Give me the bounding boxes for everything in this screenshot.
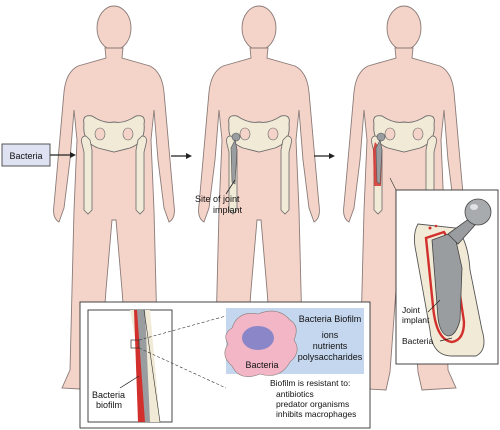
- svg-text:polysaccharides: polysaccharides: [298, 352, 363, 362]
- svg-text:Bacteria: Bacteria: [92, 390, 125, 400]
- svg-text:biofilm: biofilm: [96, 400, 122, 410]
- svg-text:implant: implant: [402, 315, 430, 325]
- site-of-joint-implant-callout: Site of joint implant: [195, 179, 243, 215]
- svg-text:nutrients: nutrients: [313, 341, 348, 351]
- svg-text:inhibits macrophages: inhibits macrophages: [276, 409, 356, 419]
- arrow-figure-1-to-2: [171, 153, 192, 159]
- infected-implant-icon: [373, 132, 386, 186]
- svg-text:Site of joint: Site of joint: [195, 194, 240, 204]
- bacteria-source-label: Bacteria: [9, 151, 42, 161]
- svg-text:predator organisms: predator organisms: [276, 399, 349, 409]
- svg-text:antibiotics: antibiotics: [276, 389, 314, 399]
- resistance-title: Biofilm is resistant to:: [270, 378, 350, 388]
- biofilm-detail-panel: Bacteria biofilm Bacteria Bacteria Biofi…: [79, 301, 371, 429]
- arrow-head-icon: [70, 152, 76, 158]
- svg-text:Joint: Joint: [402, 305, 421, 315]
- hip-implant-inset: Joint implant Bacteria: [389, 177, 499, 365]
- nucleus-icon: [242, 326, 274, 350]
- svg-text:Bacteria: Bacteria: [402, 336, 433, 346]
- svg-text:ions: ions: [322, 330, 339, 340]
- body-figure-3: [343, 5, 465, 391]
- bacteria-cell-label: Bacteria: [245, 360, 278, 370]
- arrow-figure-2-to-3: [314, 153, 335, 159]
- bacteria-source-box: Bacteria: [1, 143, 51, 167]
- biofilm-header: Bacteria Biofilm: [299, 314, 362, 324]
- svg-text:implant: implant: [213, 205, 243, 215]
